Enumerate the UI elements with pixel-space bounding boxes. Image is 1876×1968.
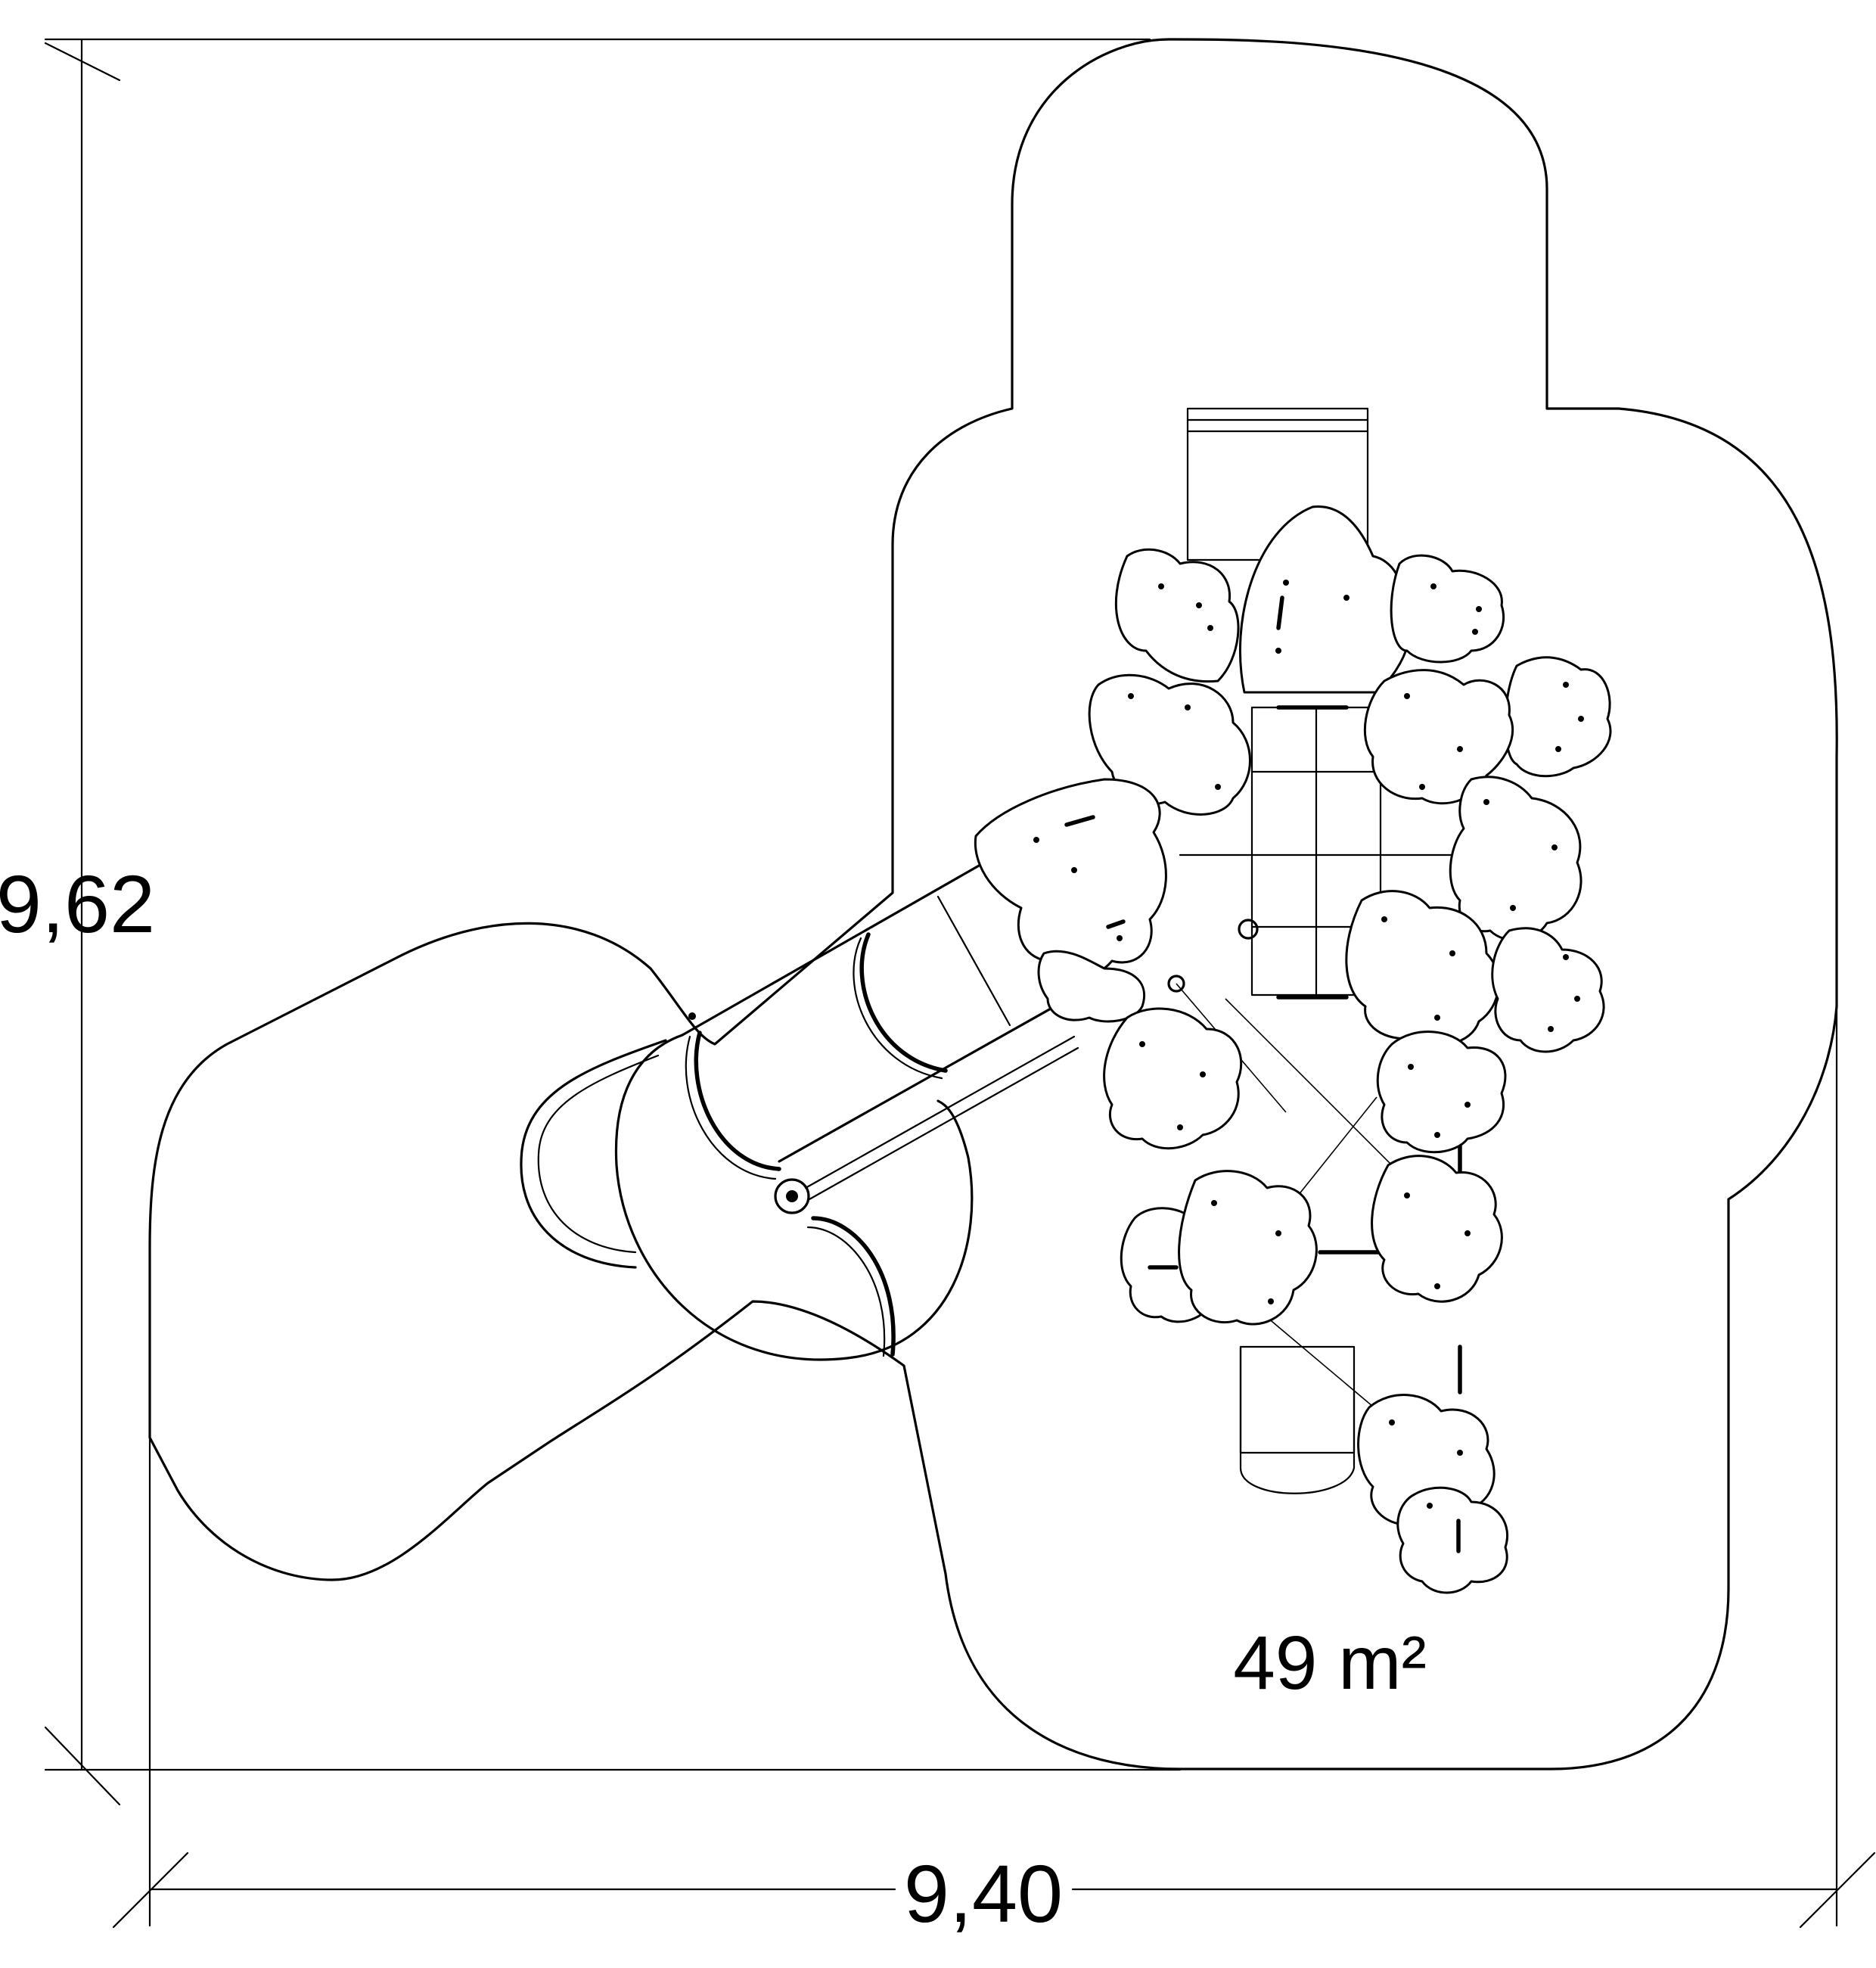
width-dimension-label: 9,40	[904, 1848, 1063, 1939]
area-label: 49 m²	[1233, 1621, 1427, 1705]
leaf-panels	[974, 505, 1612, 1594]
bolt-details	[1033, 580, 1584, 1553]
height-dimension-label: 9,62	[0, 858, 155, 950]
safety-zone-outline	[148, 38, 1838, 1771]
tube-slide	[520, 827, 1090, 1361]
dimension-lines	[44, 38, 1876, 1929]
